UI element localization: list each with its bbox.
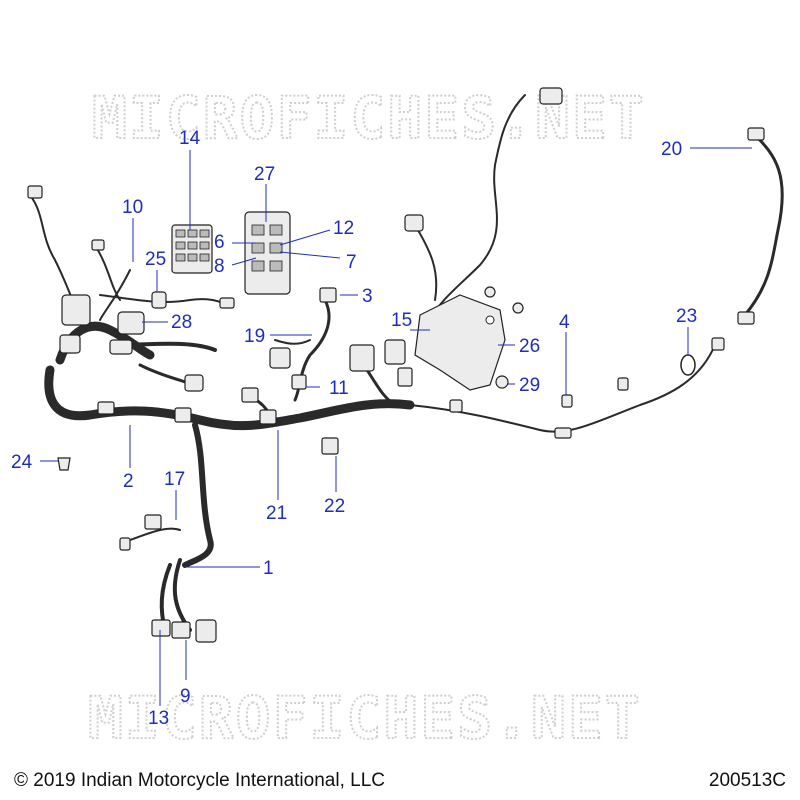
callout-25: 25 [145, 249, 166, 270]
callout-4: 4 [559, 312, 570, 333]
callout-8: 8 [214, 256, 225, 277]
copyright-text: © 2019 Indian Motorcycle International, … [14, 770, 385, 791]
callout-labels: 1 2 3 4 6 7 8 9 10 11 12 13 14 15 17 19 … [11, 128, 697, 729]
watermark-bottom: MICROFICHES.NET [88, 684, 642, 752]
bolt-24 [57, 457, 71, 471]
callout-9: 9 [180, 686, 191, 707]
callout-20: 20 [661, 139, 682, 160]
callout-15: 15 [391, 310, 412, 331]
callout-24: 24 [11, 452, 33, 473]
connectors-9-13 [151, 619, 217, 643]
callout-13: 13 [148, 708, 169, 729]
bolt-29 [495, 375, 509, 389]
callout-21: 21 [266, 503, 287, 524]
callout-7: 7 [346, 252, 357, 273]
callout-17: 17 [164, 469, 185, 490]
connector-22 [321, 437, 339, 455]
bracket-26 [414, 294, 506, 391]
callout-29: 29 [519, 375, 540, 396]
callout-2: 2 [123, 471, 134, 492]
clip-25 [151, 291, 167, 309]
callout-22: 22 [324, 496, 345, 517]
connector-top [539, 87, 563, 105]
diagram-id: 200513C [708, 770, 786, 791]
callout-3: 3 [362, 286, 373, 307]
grommet-23 [680, 354, 696, 376]
callout-11: 11 [329, 378, 349, 399]
leader-lines [40, 147, 752, 706]
callout-23: 23 [676, 306, 697, 327]
main-harness [29, 94, 784, 632]
relay-28 [117, 311, 145, 335]
callout-1: 1 [263, 558, 274, 579]
callout-6: 6 [214, 232, 225, 253]
callout-28: 28 [171, 312, 192, 333]
callout-27: 27 [254, 164, 275, 185]
callout-12: 12 [333, 218, 354, 239]
screws [484, 286, 524, 314]
callout-26: 26 [519, 336, 540, 357]
relay-box-27 [244, 211, 291, 295]
callout-14: 14 [179, 128, 201, 149]
watermark-top: MICROFICHES.NET [92, 84, 646, 152]
callout-10: 10 [122, 197, 143, 218]
misc-connectors [27, 185, 725, 551]
connector-20 [737, 127, 765, 325]
callout-19: 19 [244, 326, 265, 347]
sensor-4 [561, 377, 629, 408]
fuse-box-14 [171, 224, 213, 274]
